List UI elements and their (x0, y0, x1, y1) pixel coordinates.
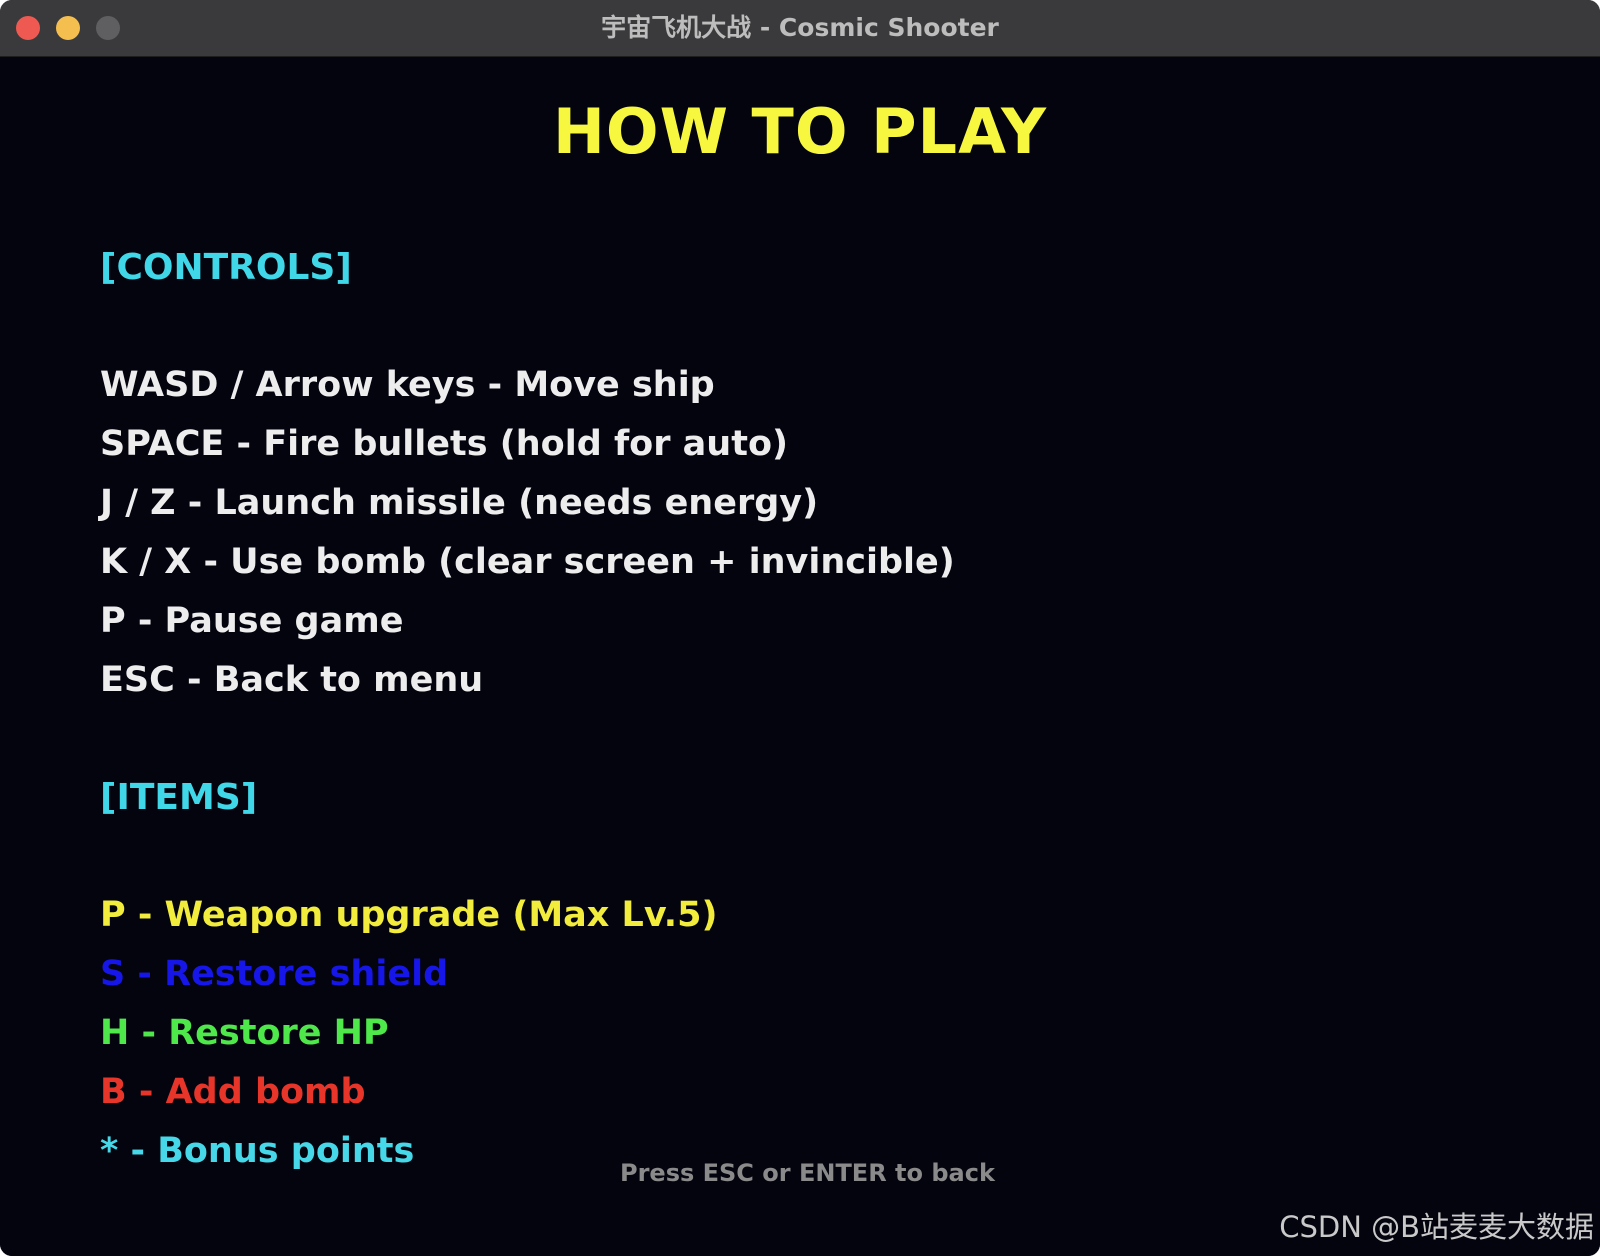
watermark: CSDN @B站麦麦大数据 (1279, 1210, 1594, 1244)
how-to-play-heading: HOW TO PLAY (552, 95, 1048, 168)
item-bonus-points: * - Bonus points (100, 1131, 415, 1171)
item-add-bomb: B - Add bomb (100, 1072, 366, 1112)
controls-line: P - Pause game (100, 601, 404, 641)
close-window-button[interactable] (16, 16, 40, 40)
maximize-window-button[interactable] (96, 16, 120, 40)
controls-line: K / X - Use bomb (clear screen + invinci… (100, 542, 955, 582)
item-restore-shield: S - Restore shield (100, 954, 449, 994)
item-weapon-upgrade: P - Weapon upgrade (Max Lv.5) (100, 895, 718, 935)
window-title: 宇宙飞机大战 - Cosmic Shooter (601, 13, 999, 42)
controls-line: ESC - Back to menu (100, 660, 484, 700)
controls-line: J / Z - Launch missile (needs energy) (100, 483, 819, 523)
back-hint: Press ESC or ENTER to back (620, 1159, 995, 1187)
controls-line: SPACE - Fire bullets (hold for auto) (100, 424, 788, 464)
items-section-header: [ITEMS] (100, 777, 258, 818)
title-bar[interactable]: 宇宙飞机大战 - Cosmic Shooter (0, 0, 1600, 57)
controls-line: WASD / Arrow keys - Move ship (100, 365, 715, 405)
minimize-window-button[interactable] (56, 16, 80, 40)
game-canvas[interactable]: HOW TO PLAY [CONTROLS] WASD / Arrow keys… (0, 57, 1600, 1256)
controls-section-header: [CONTROLS] (100, 247, 352, 288)
item-restore-hp: H - Restore HP (100, 1013, 389, 1053)
